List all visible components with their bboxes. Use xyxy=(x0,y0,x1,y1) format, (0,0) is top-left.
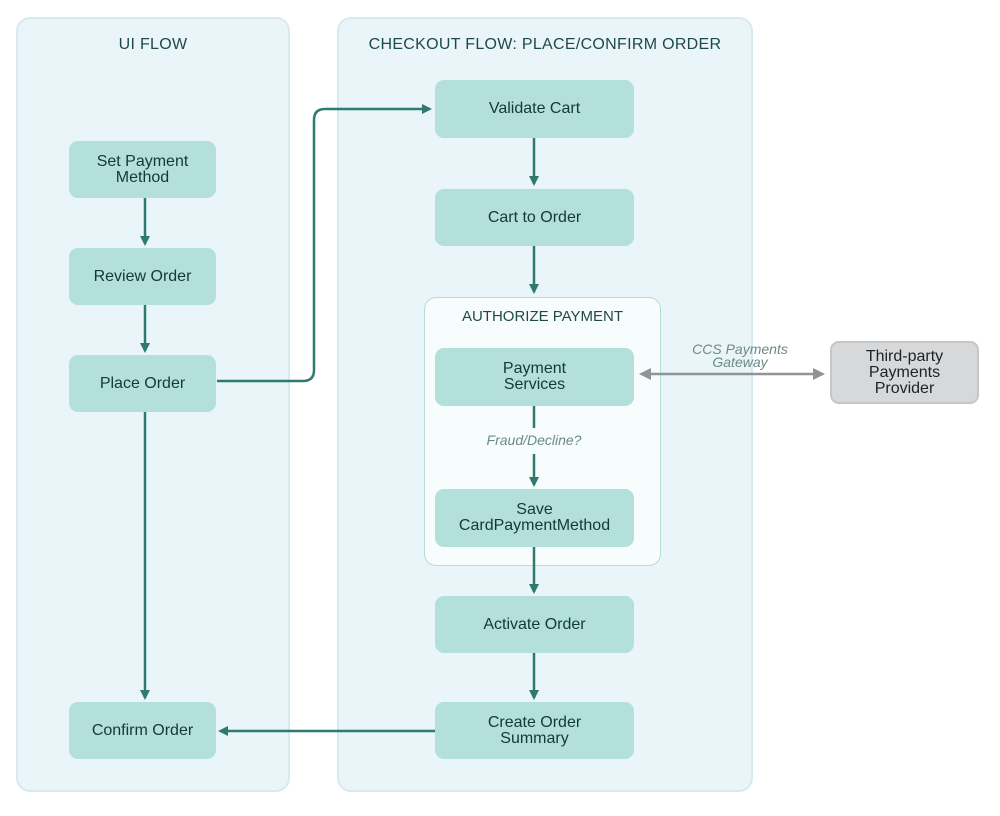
review-order-node[interactable]: Review Order xyxy=(69,248,216,305)
place-order-node[interactable]: Place Order xyxy=(69,355,216,412)
activate-order-node[interactable]: Activate Order xyxy=(435,596,634,653)
third-party-payments-provider-node[interactable]: Third-party Payments Provider xyxy=(830,341,979,404)
save-card-payment-method-node[interactable]: Save CardPaymentMethod xyxy=(435,489,634,547)
set-payment-method-node[interactable]: Set Payment Method xyxy=(69,141,216,198)
validate-cart-node[interactable]: Validate Cart xyxy=(435,80,634,138)
cart-to-order-node[interactable]: Cart to Order xyxy=(435,189,634,246)
payment-services-node[interactable]: Payment Services xyxy=(435,348,634,406)
checkout-flow-lane-title: CHECKOUT FLOW: PLACE/CONFIRM ORDER xyxy=(368,36,722,53)
gateway-label: CCS Payments Gateway xyxy=(692,341,788,370)
ui-flow-lane-title: UI FLOW xyxy=(118,36,188,53)
fraud-decline-label: Fraud/Decline? xyxy=(464,433,604,447)
confirm-order-node[interactable]: Confirm Order xyxy=(69,702,216,759)
authorize-payment-group-title: AUTHORIZE PAYMENT xyxy=(461,308,624,325)
create-order-summary-node[interactable]: Create Order Summary xyxy=(435,702,634,759)
